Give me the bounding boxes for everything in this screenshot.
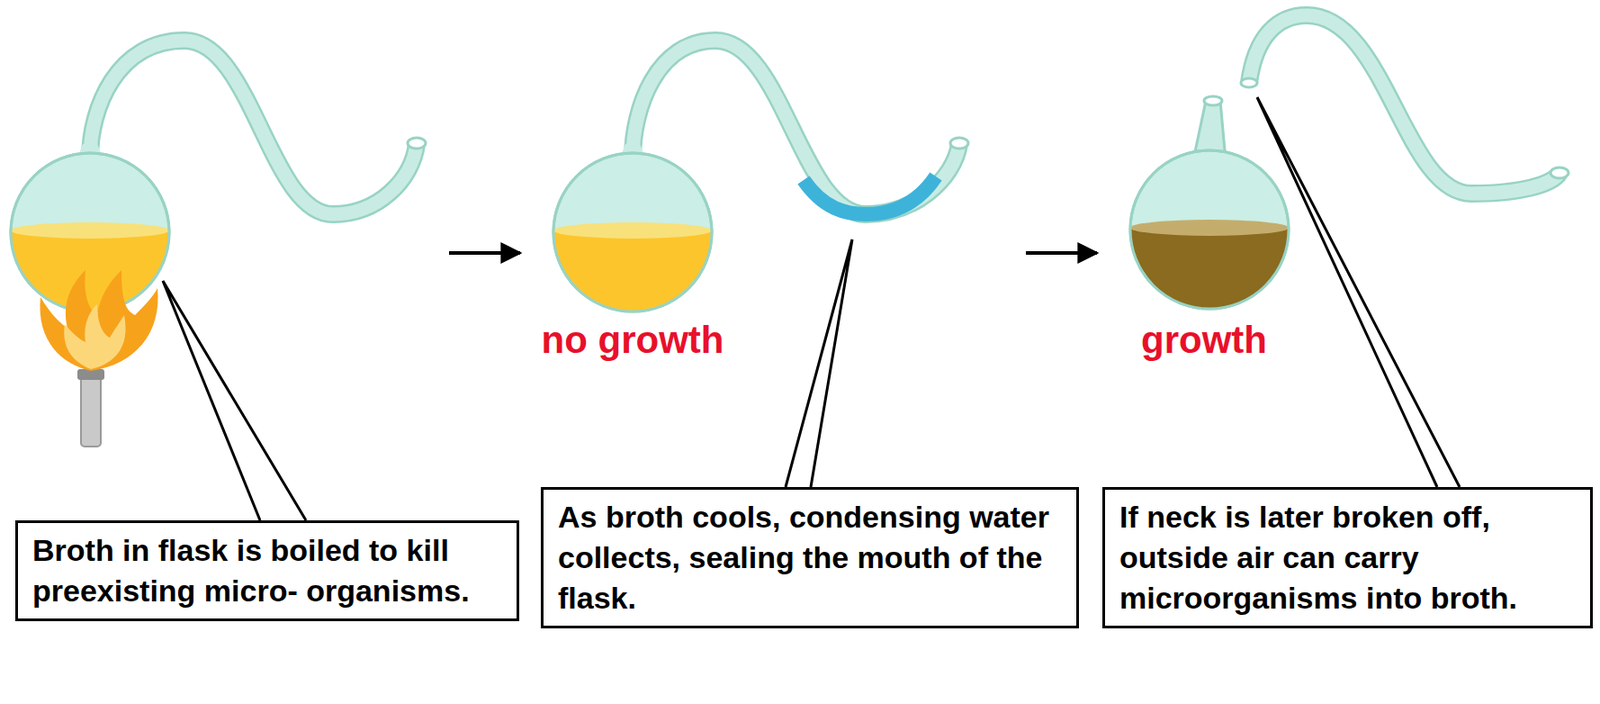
flask-broken-neck [1115, 15, 1569, 317]
callout-box: If neck is later broken off, outside air… [1102, 486, 1593, 629]
callout-text: Broth in flask is boiled to kill preexis… [32, 530, 503, 612]
flask-boiling [0, 40, 426, 447]
callout-box: As broth cools, condensing water collect… [540, 486, 1079, 629]
step-arrow [449, 251, 521, 255]
callout-text: If neck is later broken off, outside air… [1119, 496, 1576, 619]
callout-box: Broth in flask is boiled to kill preexis… [15, 520, 520, 621]
leader-lines [162, 97, 1460, 521]
step-arrow [1025, 251, 1097, 255]
callout-text: As broth cools, condensing water collect… [557, 496, 1062, 619]
flask-cooling [539, 40, 969, 320]
result-label: no growth [541, 318, 725, 362]
result-label: growth [1141, 318, 1268, 362]
